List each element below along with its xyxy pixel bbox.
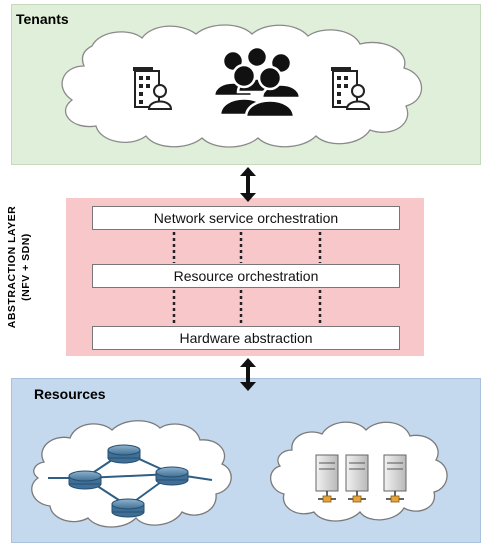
layer-connectors xyxy=(172,232,322,325)
network-cloud xyxy=(31,420,232,528)
office-building-user-icon xyxy=(133,67,173,110)
double-arrow-tenants-abstraction xyxy=(240,167,256,202)
abstraction-layer-panel: Network service orchestration Resource o… xyxy=(66,198,424,356)
resources-title: Resources xyxy=(34,386,106,402)
people-group-icon xyxy=(212,45,302,119)
server-rack-icon xyxy=(315,454,407,503)
router-network-icon xyxy=(48,444,213,518)
double-arrow-abstraction-resources xyxy=(240,358,256,391)
resource-orchestration-box: Resource orchestration xyxy=(92,264,400,288)
office-building-user-icon xyxy=(331,67,371,110)
hardware-abstraction-box: Hardware abstraction xyxy=(92,326,400,350)
tenants-title: Tenants xyxy=(16,11,69,27)
network-service-orchestration-box: Network service orchestration xyxy=(92,206,400,230)
